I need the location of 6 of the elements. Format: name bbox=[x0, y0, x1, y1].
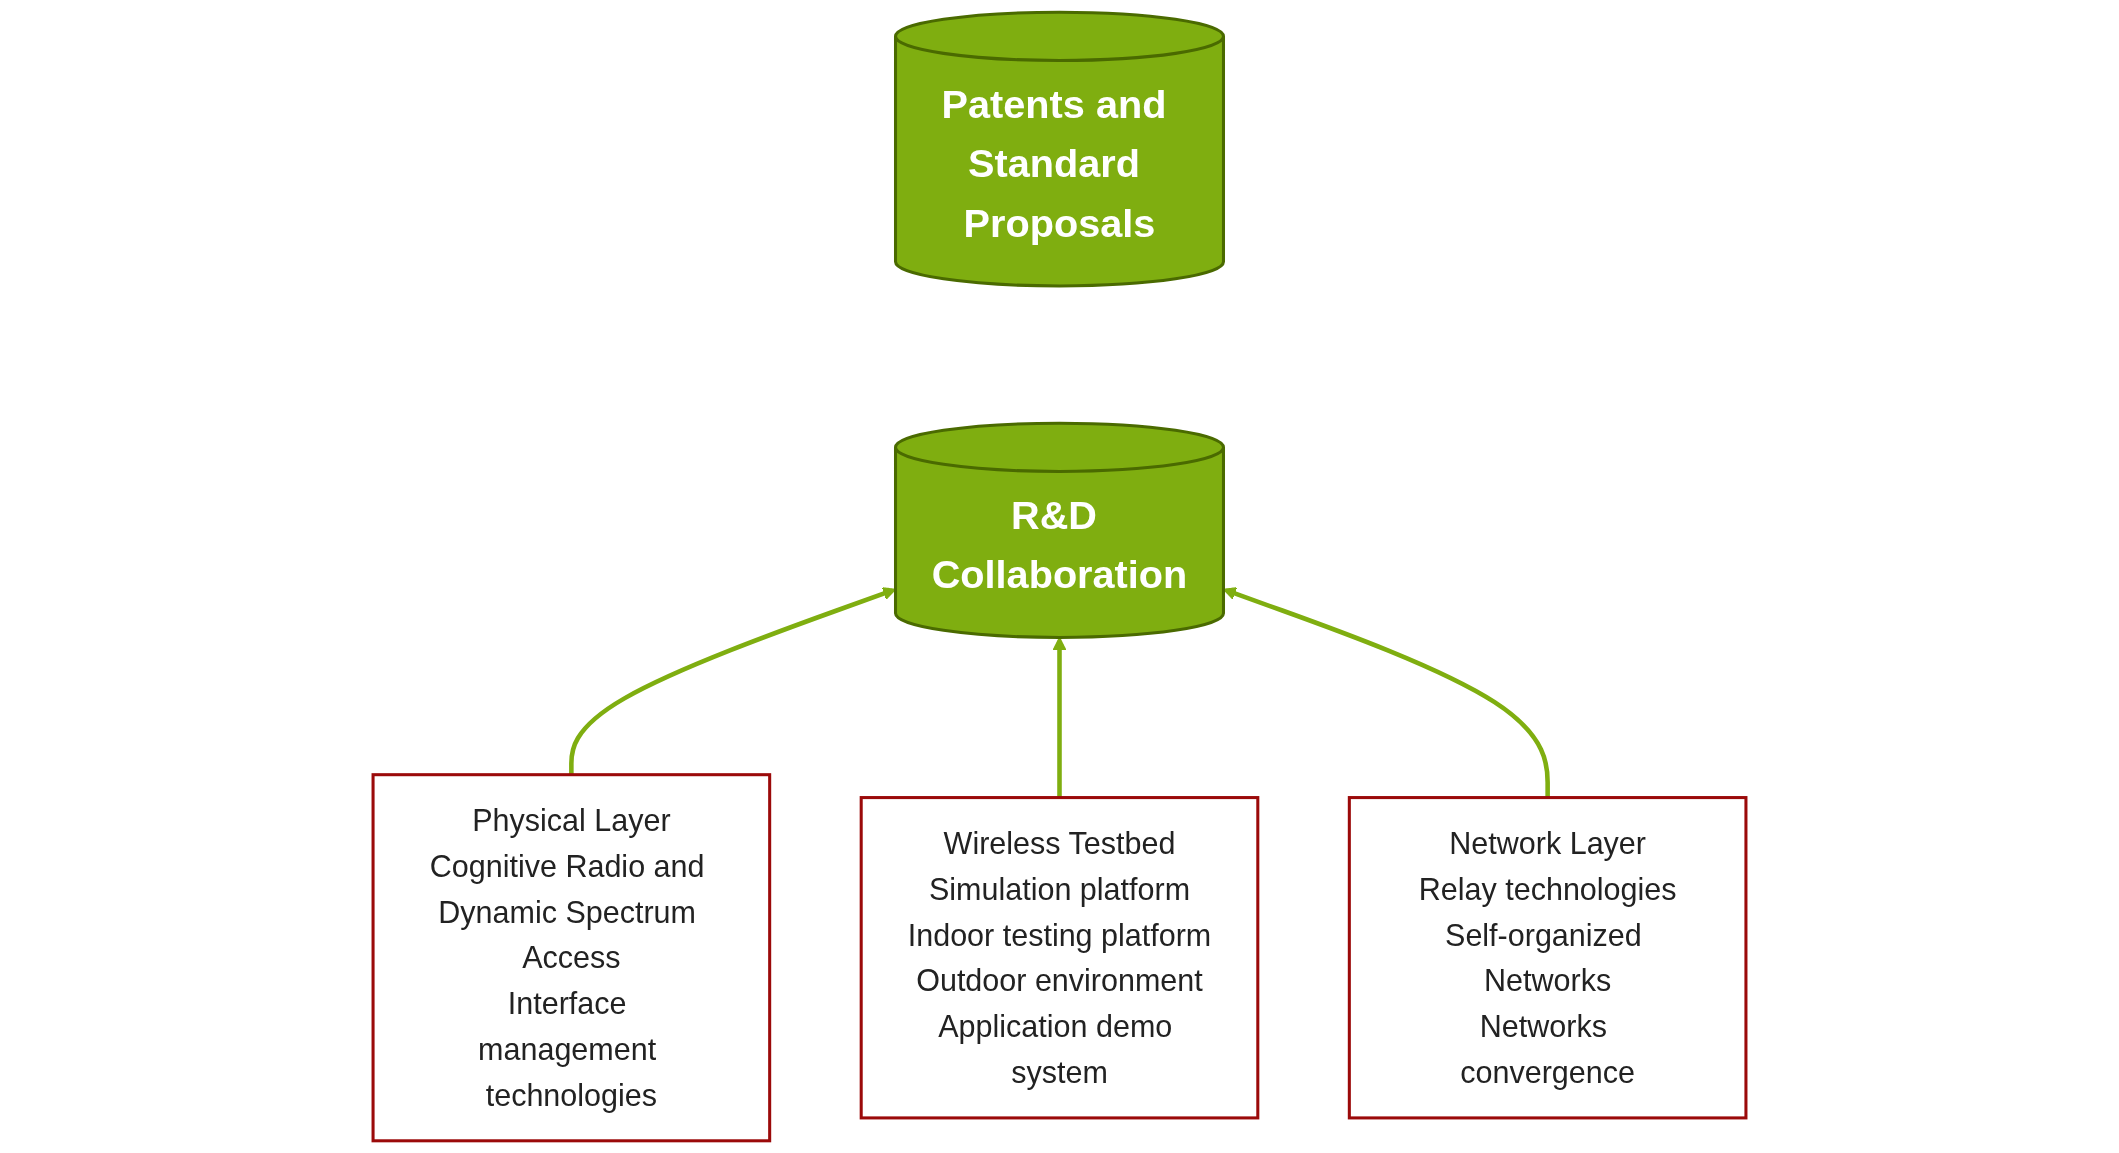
arrow bbox=[1222, 587, 1550, 798]
node-box: Network Layer Relay technologies Self-organized Networks Networks convergence bbox=[1347, 796, 1748, 1120]
node-box: Physical Layer Cognitive Radio and Dynamic Spectrum Access Interface management technologies bbox=[371, 773, 772, 1143]
node-box: Wireless Testbed Simulation platform Indoor testing platform Outdoor environment Application demo system bbox=[859, 796, 1260, 1120]
arrow bbox=[569, 587, 897, 775]
arrow bbox=[1052, 636, 1067, 798]
